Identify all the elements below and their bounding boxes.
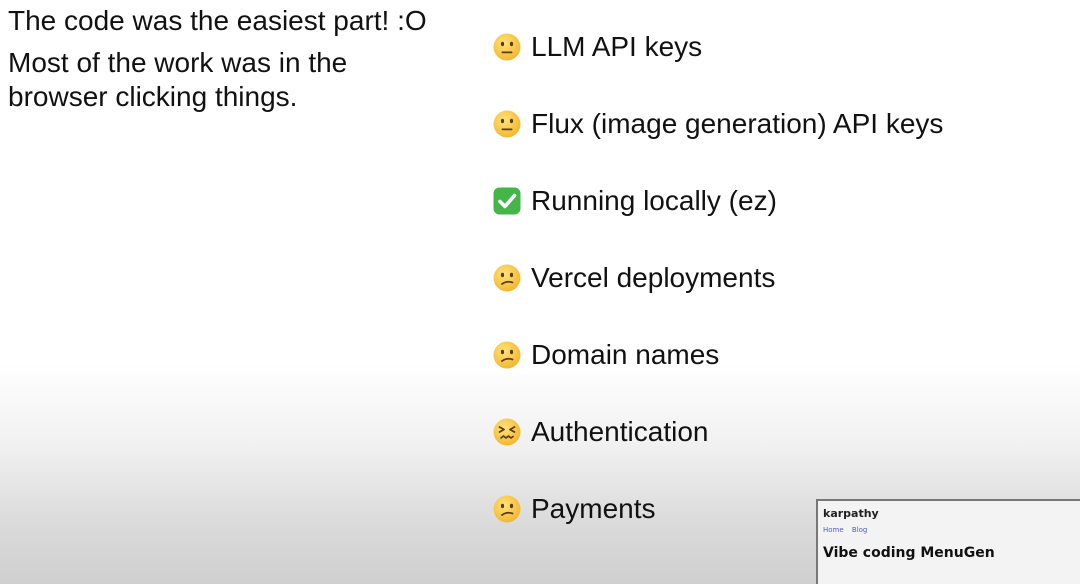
confused-face-icon xyxy=(493,341,521,369)
checklist-item: Running locally (ez) xyxy=(492,181,1052,221)
blog-nav: Home Blog xyxy=(823,526,1074,534)
checklist-label: Flux (image generation) API keys xyxy=(531,108,944,139)
slide-left-text: The code was the easiest part! :O Most o… xyxy=(8,4,428,114)
post-title: Vibe coding MenuGen xyxy=(823,545,995,561)
headline: The code was the easiest part! :O xyxy=(8,5,427,36)
checklist-item: Flux (image generation) API keys xyxy=(492,104,1052,144)
neutral-face-icon xyxy=(493,110,521,138)
check-mark-button-icon xyxy=(493,187,521,215)
neutral-face-icon xyxy=(493,33,521,61)
checklist-label: Running locally (ez) xyxy=(531,185,777,216)
confounded-face-icon xyxy=(493,418,521,446)
nav-link-home[interactable]: Home xyxy=(823,526,844,534)
checklist-label: Domain names xyxy=(531,339,720,370)
checklist-item: LLM API keys xyxy=(492,27,1052,67)
site-name[interactable]: karpathy xyxy=(823,507,879,520)
nav-link-blog[interactable]: Blog xyxy=(851,526,868,534)
checklist-label: Vercel deployments xyxy=(531,262,776,293)
blog-preview-panel[interactable]: karpathy Home Blog Vibe coding MenuGen xyxy=(816,499,1080,584)
confused-face-icon xyxy=(493,495,521,523)
checklist-label: Payments xyxy=(531,493,656,524)
subheadline: Most of the work was in the browser clic… xyxy=(8,47,348,112)
checklist-item: Domain names xyxy=(492,335,1052,375)
checklist-item: Payments xyxy=(492,489,1052,529)
checklist-item: Vercel deployments xyxy=(492,258,1052,298)
checklist-label: LLM API keys xyxy=(531,31,703,62)
checklist-item: Authentication xyxy=(492,412,1052,452)
confused-face-icon xyxy=(493,264,521,292)
checklist: LLM API keys Flux (image generation) API… xyxy=(492,27,1052,566)
checklist-label: Authentication xyxy=(531,416,709,447)
